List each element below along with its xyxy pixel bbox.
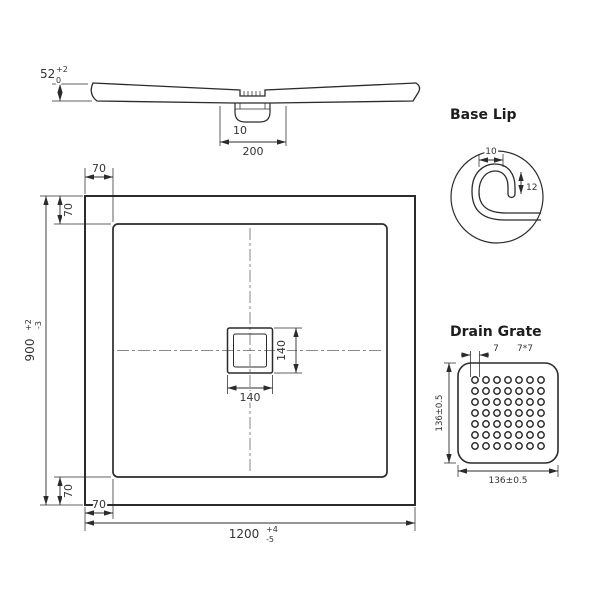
dim-lip-height: 12 [518, 172, 539, 195]
dim-70-top-label: 70 [92, 162, 106, 175]
grate-body [457, 362, 559, 464]
dim-grate-width: 136±0.5 [457, 465, 559, 488]
dim-70-bottom-label: 70 [92, 498, 106, 511]
dim-10-label: 10 [233, 124, 247, 137]
section-drain-cup [234, 103, 271, 123]
base-lip-detail: Base Lip 10 12 [450, 107, 544, 244]
dim-1200-tol-up: +4 [266, 525, 278, 534]
dim-drain-width: 140 [227, 375, 273, 406]
plan-drain [226, 327, 274, 374]
dim-overall-height: 900 +2 -3 [21, 196, 83, 506]
section-view: 52 +2 0 10 200 [38, 63, 421, 160]
tray-inner-edge [112, 223, 388, 478]
dim-52-tol-down: 0 [56, 76, 61, 85]
tray-outer-edge [84, 195, 416, 506]
base-lip-title: Base Lip [450, 107, 517, 123]
dim-7-label: 7 [493, 344, 499, 354]
drain-grate-title: Drain Grate [450, 324, 542, 340]
dim-lip-width: 10 [478, 145, 504, 167]
dim-lip-10-label: 10 [485, 147, 497, 157]
dim-border-left-bottom: 70 [54, 476, 111, 505]
dim-overall-width: 1200 +4 -5 [84, 507, 416, 546]
dim-140-horizontal-label: 140 [240, 391, 261, 404]
dim-140-vertical-label: 140 [275, 340, 288, 361]
dim-drain-width-200: 200 [219, 106, 287, 160]
grate-holes [469, 374, 547, 452]
dim-200-label: 200 [243, 145, 264, 158]
plan-view: 70 70 900 +2 -3 70 [21, 160, 416, 546]
dim-1200-label: 1200 [229, 527, 260, 541]
drain-grate-detail: Drain Grate 7 7*7 136±0.5 136±0.5 [433, 324, 559, 488]
dim-136-vertical-label: 136±0.5 [435, 395, 445, 432]
dim-900-tol-down: -3 [34, 321, 43, 329]
dim-grate-height: 136±0.5 [433, 362, 456, 464]
dim-border-left-top: 70 [40, 195, 111, 225]
dim-lip-12-label: 12 [526, 183, 537, 193]
dim-7x7-label: 7*7 [517, 344, 533, 354]
tray-cross-section [90, 82, 421, 104]
dim-border-top: 70 [84, 160, 114, 222]
lip-profile [471, 163, 541, 221]
dim-52-label: 52 [40, 67, 55, 81]
dim-hole-size: 7 [461, 342, 501, 377]
detail-circle [450, 150, 544, 244]
dim-136-horizontal-label: 136±0.5 [488, 476, 527, 486]
dim-1200-tol-down: -5 [266, 535, 274, 544]
dim-70-left-bottom-label: 70 [62, 484, 75, 498]
dim-border-bottom: 70 [85, 479, 114, 519]
section-drain-grate-slots [243, 91, 261, 96]
dim-900-label: 900 [23, 339, 37, 362]
dim-section-height: 52 +2 0 [38, 63, 92, 102]
dim-900-tol-up: +2 [24, 319, 33, 331]
dim-drain-height: 140 [273, 327, 302, 374]
dim-70-left-top-label: 70 [62, 203, 75, 217]
dim-52-tol-up: +2 [56, 65, 68, 74]
